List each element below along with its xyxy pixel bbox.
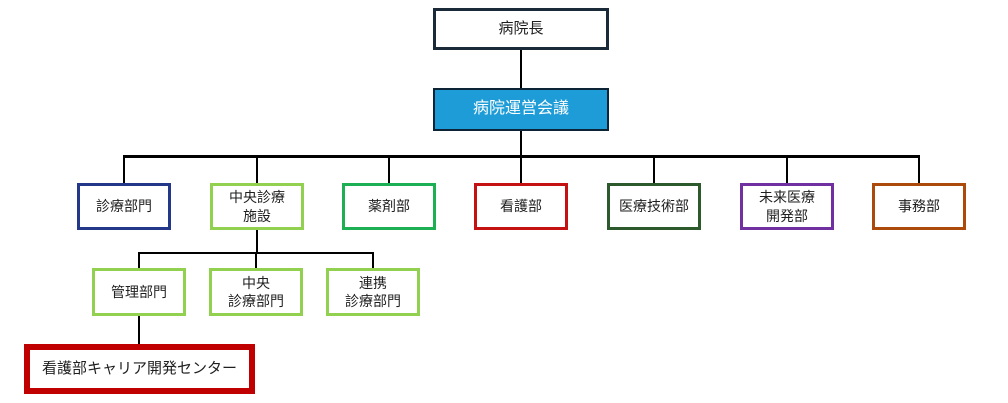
connector-departments-rail xyxy=(123,155,920,158)
node-nursing-department: 看護部 xyxy=(474,183,568,230)
node-future-medical-development-department: 未来医療 開発部 xyxy=(740,183,834,230)
node-hospital-director: 病院長 xyxy=(433,8,609,50)
connector-management-to-career-center xyxy=(138,316,140,344)
connector-facility-to-rake xyxy=(256,230,258,252)
connector-subdepartments-rail xyxy=(138,252,374,254)
node-pharmacy-department: 薬剤部 xyxy=(342,183,436,230)
connector-stub xyxy=(256,158,258,183)
node-central-clinical-facilities: 中央診療 施設 xyxy=(210,183,304,230)
node-central-clinical-division: 中央 診療部門 xyxy=(209,268,303,316)
connector-stub xyxy=(388,158,390,183)
connector-meeting-to-rake xyxy=(520,131,522,158)
connector-stub xyxy=(918,158,920,183)
connector-stub xyxy=(520,158,522,183)
node-nursing-career-development-center: 看護部キャリア開発センター xyxy=(24,344,255,394)
connector-stub xyxy=(372,254,374,268)
node-cooperative-clinical-division: 連携 診療部門 xyxy=(326,268,420,316)
connector-director-to-meeting xyxy=(520,50,522,88)
connector-stub xyxy=(653,158,655,183)
connector-stub xyxy=(786,158,788,183)
node-management-meeting: 病院運営会議 xyxy=(433,88,609,131)
node-management-division: 管理部門 xyxy=(92,268,186,316)
node-clinical-division: 診療部門 xyxy=(77,183,171,230)
connector-stub xyxy=(123,158,125,183)
node-medical-technology-department: 医療技術部 xyxy=(607,183,701,230)
connector-stub xyxy=(138,254,140,268)
node-administration-department: 事務部 xyxy=(872,183,966,230)
connector-stub xyxy=(255,254,257,268)
